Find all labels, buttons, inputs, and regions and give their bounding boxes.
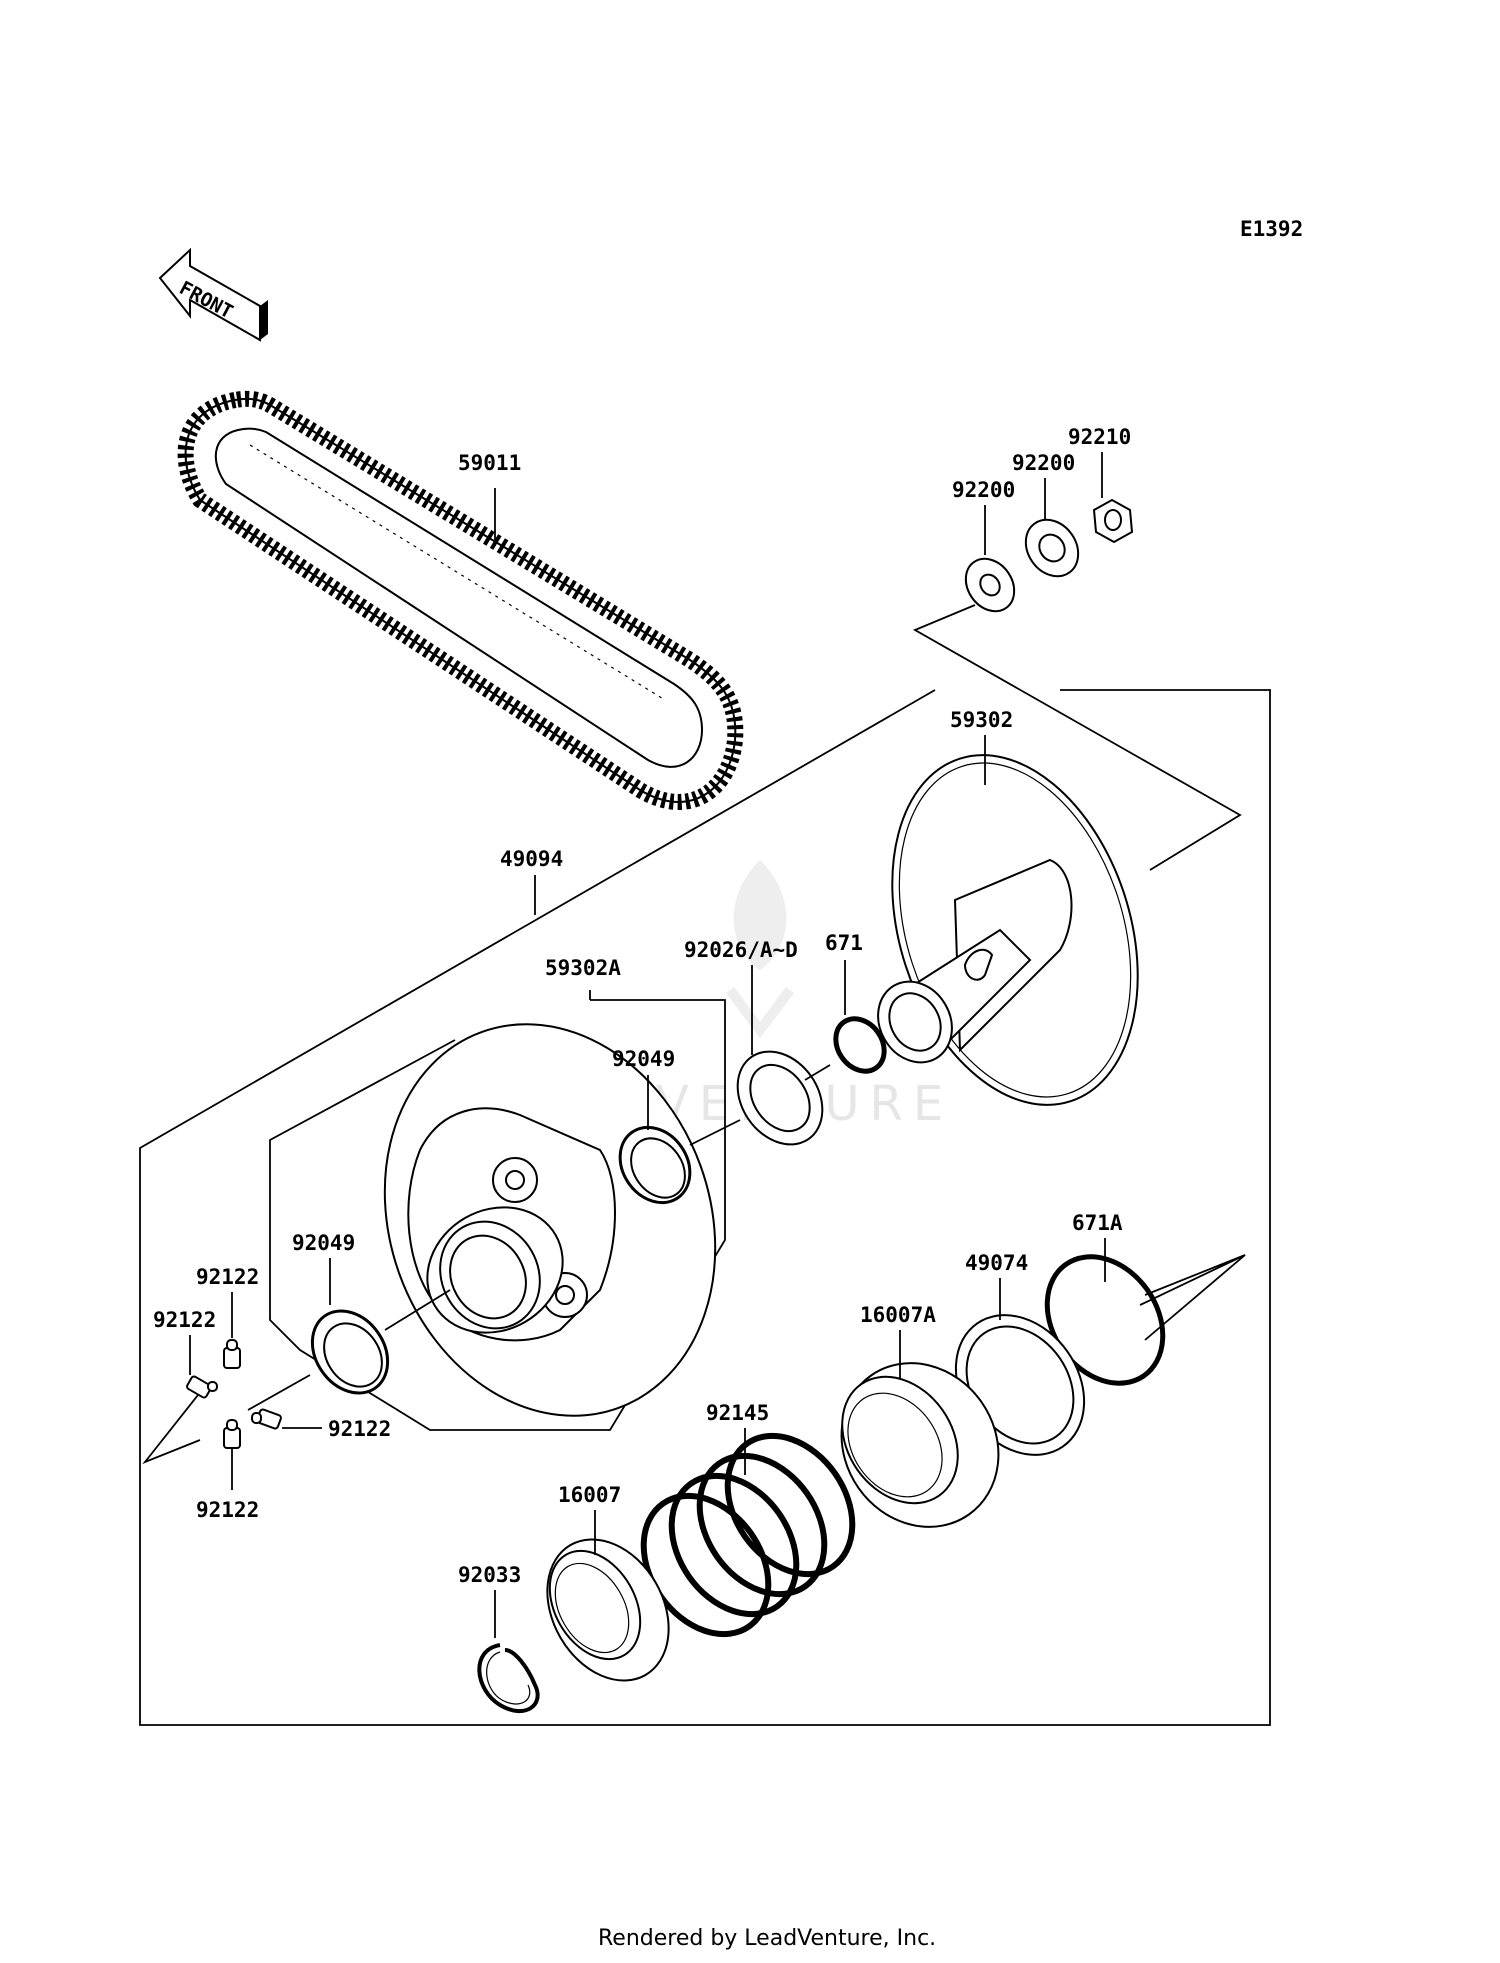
label-671: 671 (825, 931, 863, 955)
label-92049-lower: 92049 (292, 1231, 355, 1255)
label-16007A: 16007A (860, 1303, 936, 1327)
nut-92210-icon (1092, 498, 1134, 544)
circlip-92033 (477, 1643, 540, 1713)
cam-16007 (546, 1538, 670, 1682)
label-92145: 92145 (706, 1401, 769, 1425)
seal-92049-lower (310, 1309, 390, 1395)
label-49074: 49074 (965, 1251, 1028, 1275)
washer-92200-a (964, 557, 1016, 613)
label-671A: 671A (1072, 1211, 1123, 1235)
label-92122-2: 92122 (153, 1308, 216, 1332)
label-59302A: 59302A (545, 956, 621, 980)
label-92026: 92026/A~D (684, 938, 798, 962)
label-92049-upper: 92049 (612, 1047, 675, 1071)
movable-sheave (383, 1023, 717, 1417)
drive-belt (177, 390, 744, 810)
label-92200-b: 92200 (1012, 451, 1075, 475)
shim-92026 (736, 1050, 824, 1146)
label-92122-4: 92122 (196, 1498, 259, 1522)
fixed-sheave (877, 754, 1139, 1106)
label-92122-1: 92122 (196, 1265, 259, 1289)
grease-fitting-icon-4 (223, 1419, 241, 1449)
diagram-code: E1392 (1240, 217, 1303, 241)
cam-16007A (840, 1362, 1000, 1528)
label-92210: 92210 (1068, 425, 1131, 449)
oring-671 (833, 1016, 887, 1074)
label-92122-3: 92122 (328, 1417, 391, 1441)
label-92200-a: 92200 (952, 478, 1015, 502)
washer-92200-b (1024, 518, 1080, 578)
grease-fitting-icon-3 (251, 1408, 282, 1430)
label-16007: 16007 (558, 1483, 621, 1507)
seal-92049-upper (618, 1125, 692, 1205)
label-59302: 59302 (950, 708, 1013, 732)
grease-fitting-icon-1 (223, 1339, 241, 1369)
grease-fitting-icon-2 (186, 1375, 218, 1399)
front-arrow-icon: FRONT (158, 247, 268, 342)
label-59011: 59011 (458, 451, 521, 475)
label-49094: 49094 (500, 847, 563, 871)
label-92033: 92033 (458, 1563, 521, 1587)
footer-credit: Rendered by LeadVenture, Inc. (598, 1926, 936, 1951)
